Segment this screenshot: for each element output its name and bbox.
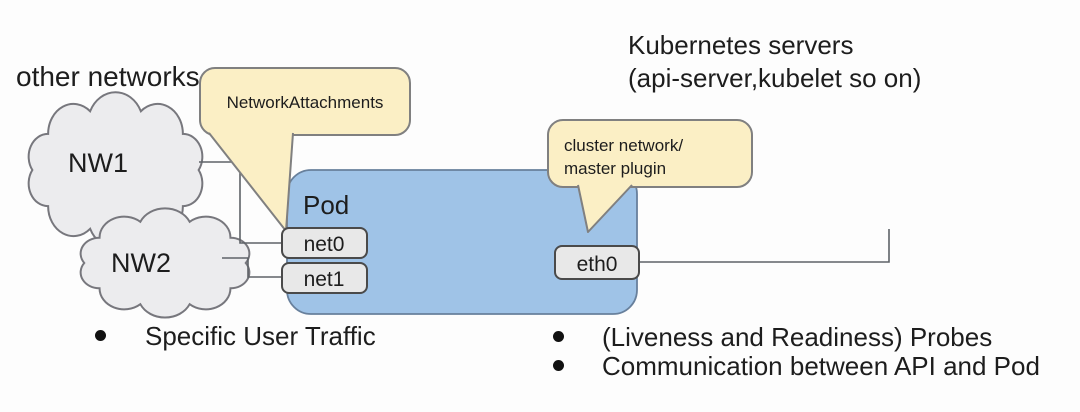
bullet-label: (Liveness and Readiness) Probes: [602, 322, 993, 352]
cluster-network-label-line2: master plugin: [564, 159, 666, 178]
network-attachments-callout: [199, 67, 411, 136]
kubernetes-servers-label: Kubernetes servers (api-server,kubelet s…: [628, 29, 921, 95]
bullet-icon: [553, 331, 564, 342]
interface-label-eth0: eth0: [577, 253, 618, 276]
cluster-network-callout: [547, 119, 753, 188]
interface-box-eth0: [554, 245, 640, 280]
bullet-liveness-readiness-probes: (Liveness and Readiness) Probes: [553, 322, 992, 352]
cloud-label-nw2: NW2: [111, 248, 171, 278]
bullet-icon: [95, 330, 106, 341]
interface-label-net1: net1: [304, 268, 345, 291]
network-attachments-callout-tail: [208, 132, 294, 232]
bullet-icon: [553, 360, 564, 371]
connector-eth0-to-servers: [637, 229, 890, 263]
bullet-communication-api-pod: Communication between API and Pod: [553, 351, 1040, 381]
bullet-label: Communication between API and Pod: [602, 351, 1040, 381]
connector-nw2-to-net1: [222, 257, 284, 278]
cluster-network-label-line1: cluster network/: [564, 136, 683, 155]
cloud-label-nw1: NW1: [68, 148, 128, 178]
cloud-nw2: [81, 208, 250, 317]
cluster-network-callout-tail: [577, 184, 633, 233]
network-attachments-label: NetworkAttachments: [227, 93, 384, 112]
kubernetes-servers-line2: (api-server,kubelet so on): [628, 63, 922, 93]
connector-nw1-to-net0: [199, 161, 284, 244]
interface-box-net0: [281, 227, 368, 259]
bullet-specific-user-traffic: Specific User Traffic: [95, 321, 376, 351]
pod-title: Pod: [303, 190, 349, 220]
bullet-label: Specific User Traffic: [145, 321, 376, 351]
interface-box-net1: [281, 262, 368, 294]
other-networks-label: other networks: [16, 61, 200, 92]
interface-label-net0: net0: [304, 233, 345, 256]
kubernetes-servers-line1: Kubernetes servers: [628, 30, 854, 60]
